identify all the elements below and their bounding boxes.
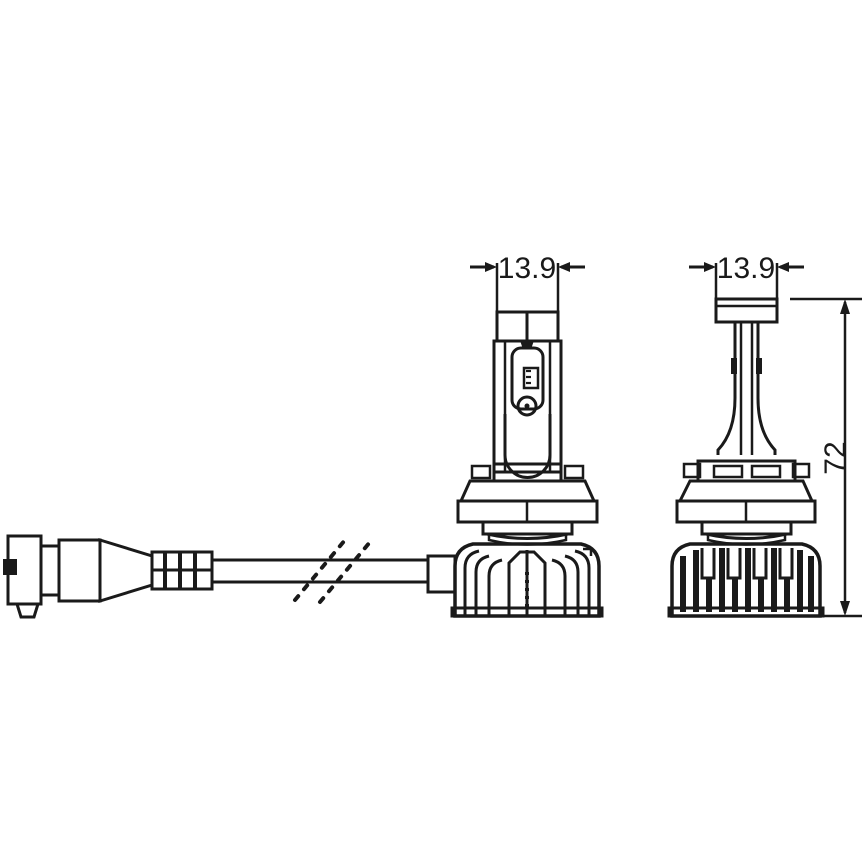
connector-plug-body xyxy=(6,534,43,606)
side-flange-slot-right xyxy=(750,464,782,479)
heatsink-rib-6 xyxy=(551,558,567,616)
power-cable-assembly xyxy=(3,534,428,619)
flange-plate xyxy=(456,499,599,524)
dim-arrowhead-left-a xyxy=(485,262,497,272)
heatsink-bottom-rail xyxy=(450,606,604,618)
connector-tab xyxy=(14,602,41,619)
side-flange-slot-left xyxy=(712,464,744,479)
heatsink-rib-5 xyxy=(564,554,580,616)
side-heatsink-shell xyxy=(670,542,822,618)
side-heatsink-fin-cutouts xyxy=(700,548,794,580)
led-emitter-window xyxy=(510,346,545,411)
heatsink-rib-2 xyxy=(474,554,490,616)
dimension-label-width-left: 13.9 xyxy=(498,252,556,285)
side-flange-tab-left xyxy=(682,462,702,479)
dim-arrowhead-right-b xyxy=(777,262,789,272)
heatsink-rib-4 xyxy=(574,549,591,616)
flange-tab-right xyxy=(563,464,585,480)
side-stem-notch-right xyxy=(756,358,762,374)
side-flange-tab-right xyxy=(791,462,811,479)
dimension-width-left xyxy=(470,262,585,318)
side-flange-plate xyxy=(675,499,817,524)
cable-entry-boss xyxy=(426,554,457,594)
connector-latch xyxy=(3,559,17,575)
side-stem-right-edge xyxy=(756,322,777,455)
screw-hole-inner xyxy=(524,403,530,409)
heatsink-corner-nub xyxy=(583,547,593,556)
flange-collar xyxy=(481,520,574,536)
dim-arrowhead-height-bottom xyxy=(840,601,850,616)
right-bulb-side-view xyxy=(667,297,825,618)
dim-arrowhead-left-b xyxy=(558,262,570,272)
dim-arrowhead-height-top xyxy=(840,299,850,314)
cable-break-line-2 xyxy=(318,540,372,604)
led-head-notch xyxy=(519,340,535,348)
left-bulb-front-view xyxy=(426,310,604,618)
led-bowl-contour xyxy=(503,414,552,479)
heatsink-rib-1 xyxy=(463,549,480,616)
side-heatsink-bottom-rail xyxy=(667,606,825,618)
side-collar-curve xyxy=(705,532,788,540)
strain-relief-block xyxy=(150,550,214,591)
collar-bottom-curve xyxy=(486,532,569,540)
cable-break-line-1 xyxy=(293,538,347,602)
side-stem-left-edge xyxy=(716,322,737,455)
side-head-top-cap xyxy=(714,297,779,324)
flange-tab-left xyxy=(470,464,492,480)
dimension-label-height: 72 xyxy=(819,441,852,474)
side-stem-notch-left xyxy=(731,358,737,374)
side-flange-collar xyxy=(700,520,793,536)
dimension-label-width-right: 13.9 xyxy=(717,252,775,285)
dim-arrowhead-right-a xyxy=(704,262,716,272)
heatsink-rib-3 xyxy=(487,558,503,616)
screw-hole-outer xyxy=(516,395,538,417)
